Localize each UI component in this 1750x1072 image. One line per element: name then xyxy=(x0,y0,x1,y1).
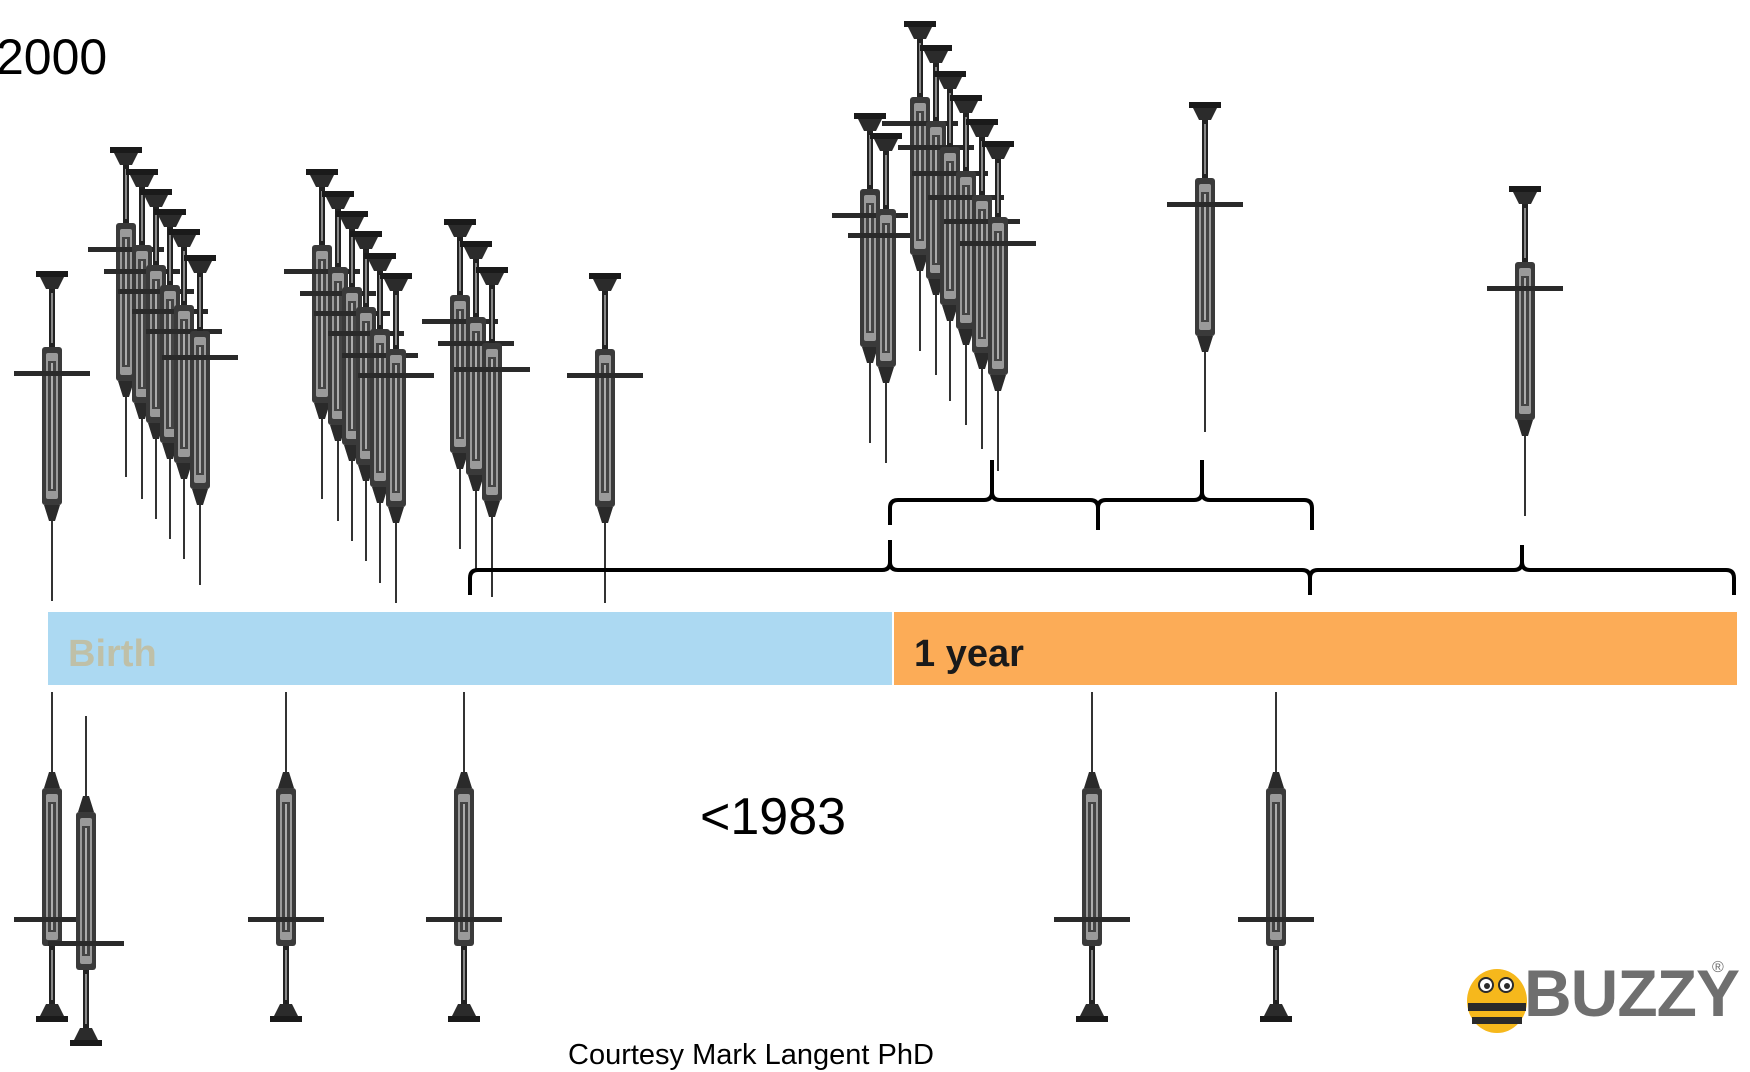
timeline-label-1-year: 1 year xyxy=(914,633,1024,675)
logo-wordmark: BUZZY xyxy=(1524,956,1740,1030)
syringe-icon xyxy=(1236,690,1316,1024)
syringe-icon xyxy=(424,690,504,1024)
syringe-icon xyxy=(12,269,92,603)
timeline-bracket xyxy=(468,460,1736,595)
syringe-icon xyxy=(565,271,645,605)
timeline-segment-1-year: 1 year xyxy=(894,612,1737,685)
syringe-icon xyxy=(246,690,326,1024)
schedule-year-1983: <1983 xyxy=(700,788,847,846)
syringes-below xyxy=(12,690,1316,1048)
syringe-icon xyxy=(1165,100,1245,434)
schedule-year-2000: 2000 xyxy=(0,29,108,85)
syringe-icon xyxy=(1052,690,1132,1024)
registered-mark: ® xyxy=(1712,959,1724,976)
syringe-icon xyxy=(830,111,910,445)
syringe-icon xyxy=(436,239,516,573)
timeline-segment-birth: Birth xyxy=(48,612,892,685)
bee-icon xyxy=(1467,969,1527,1033)
timeline-label-birth: Birth xyxy=(68,633,157,675)
image-credit: Courtesy Mark Langent PhD xyxy=(568,1039,934,1071)
syringes-above xyxy=(12,19,1565,605)
buzzy-logo: BUZZY ® xyxy=(1462,955,1742,1071)
syringe-icon xyxy=(1485,184,1565,518)
